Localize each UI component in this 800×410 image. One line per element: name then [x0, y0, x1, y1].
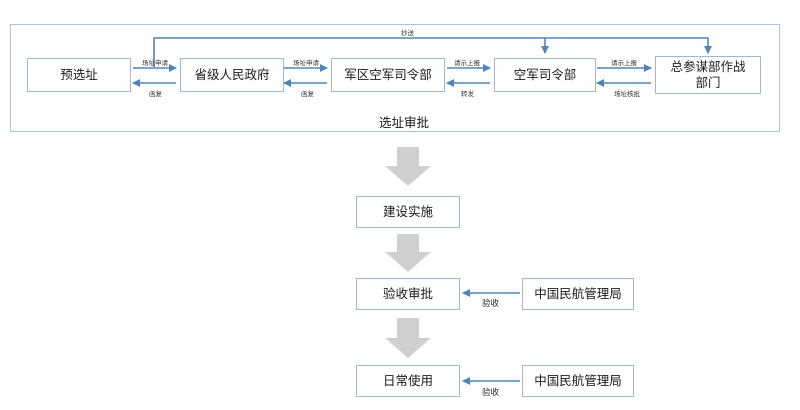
label-req-1: 场址申请: [142, 59, 168, 67]
box-caac-2: 中国民航管理局: [522, 365, 634, 397]
box-daily-use: 日常使用: [356, 365, 460, 397]
label-forward: 转发: [461, 90, 474, 98]
box-military-region: 军区空军司令部: [331, 58, 445, 92]
flow-arrow-2: [385, 234, 431, 272]
box-acceptance: 验收审批: [356, 278, 460, 310]
label-report-1: 请示上报: [454, 59, 480, 67]
box-caac-1: 中国民航管理局: [522, 278, 634, 310]
box-general-staff: 总参谋部作战部门: [655, 56, 761, 94]
flow-arrow-3: [385, 318, 431, 358]
site-approval-frame: [10, 24, 780, 132]
label-report-2: 请示上报: [611, 59, 637, 67]
label-reply-2: 函复: [301, 90, 314, 98]
box-province: 省级人民政府: [180, 58, 284, 92]
box-pre-site: 预选址: [27, 58, 131, 92]
label-inspect-1: 验收: [482, 299, 500, 309]
site-approval-label: 选址审批: [379, 115, 430, 130]
label-inspect-2: 验收: [482, 388, 500, 398]
box-air-force: 空军司令部: [494, 58, 596, 92]
label-approve: 场址核批: [614, 90, 640, 98]
label-req-2: 场址申请: [293, 59, 319, 67]
flow-arrow-1: [385, 147, 431, 186]
cc-line: [153, 37, 712, 67]
label-cc: 抄送: [401, 29, 414, 37]
label-reply-1: 函复: [149, 90, 162, 98]
box-construction: 建设实施: [356, 196, 460, 228]
